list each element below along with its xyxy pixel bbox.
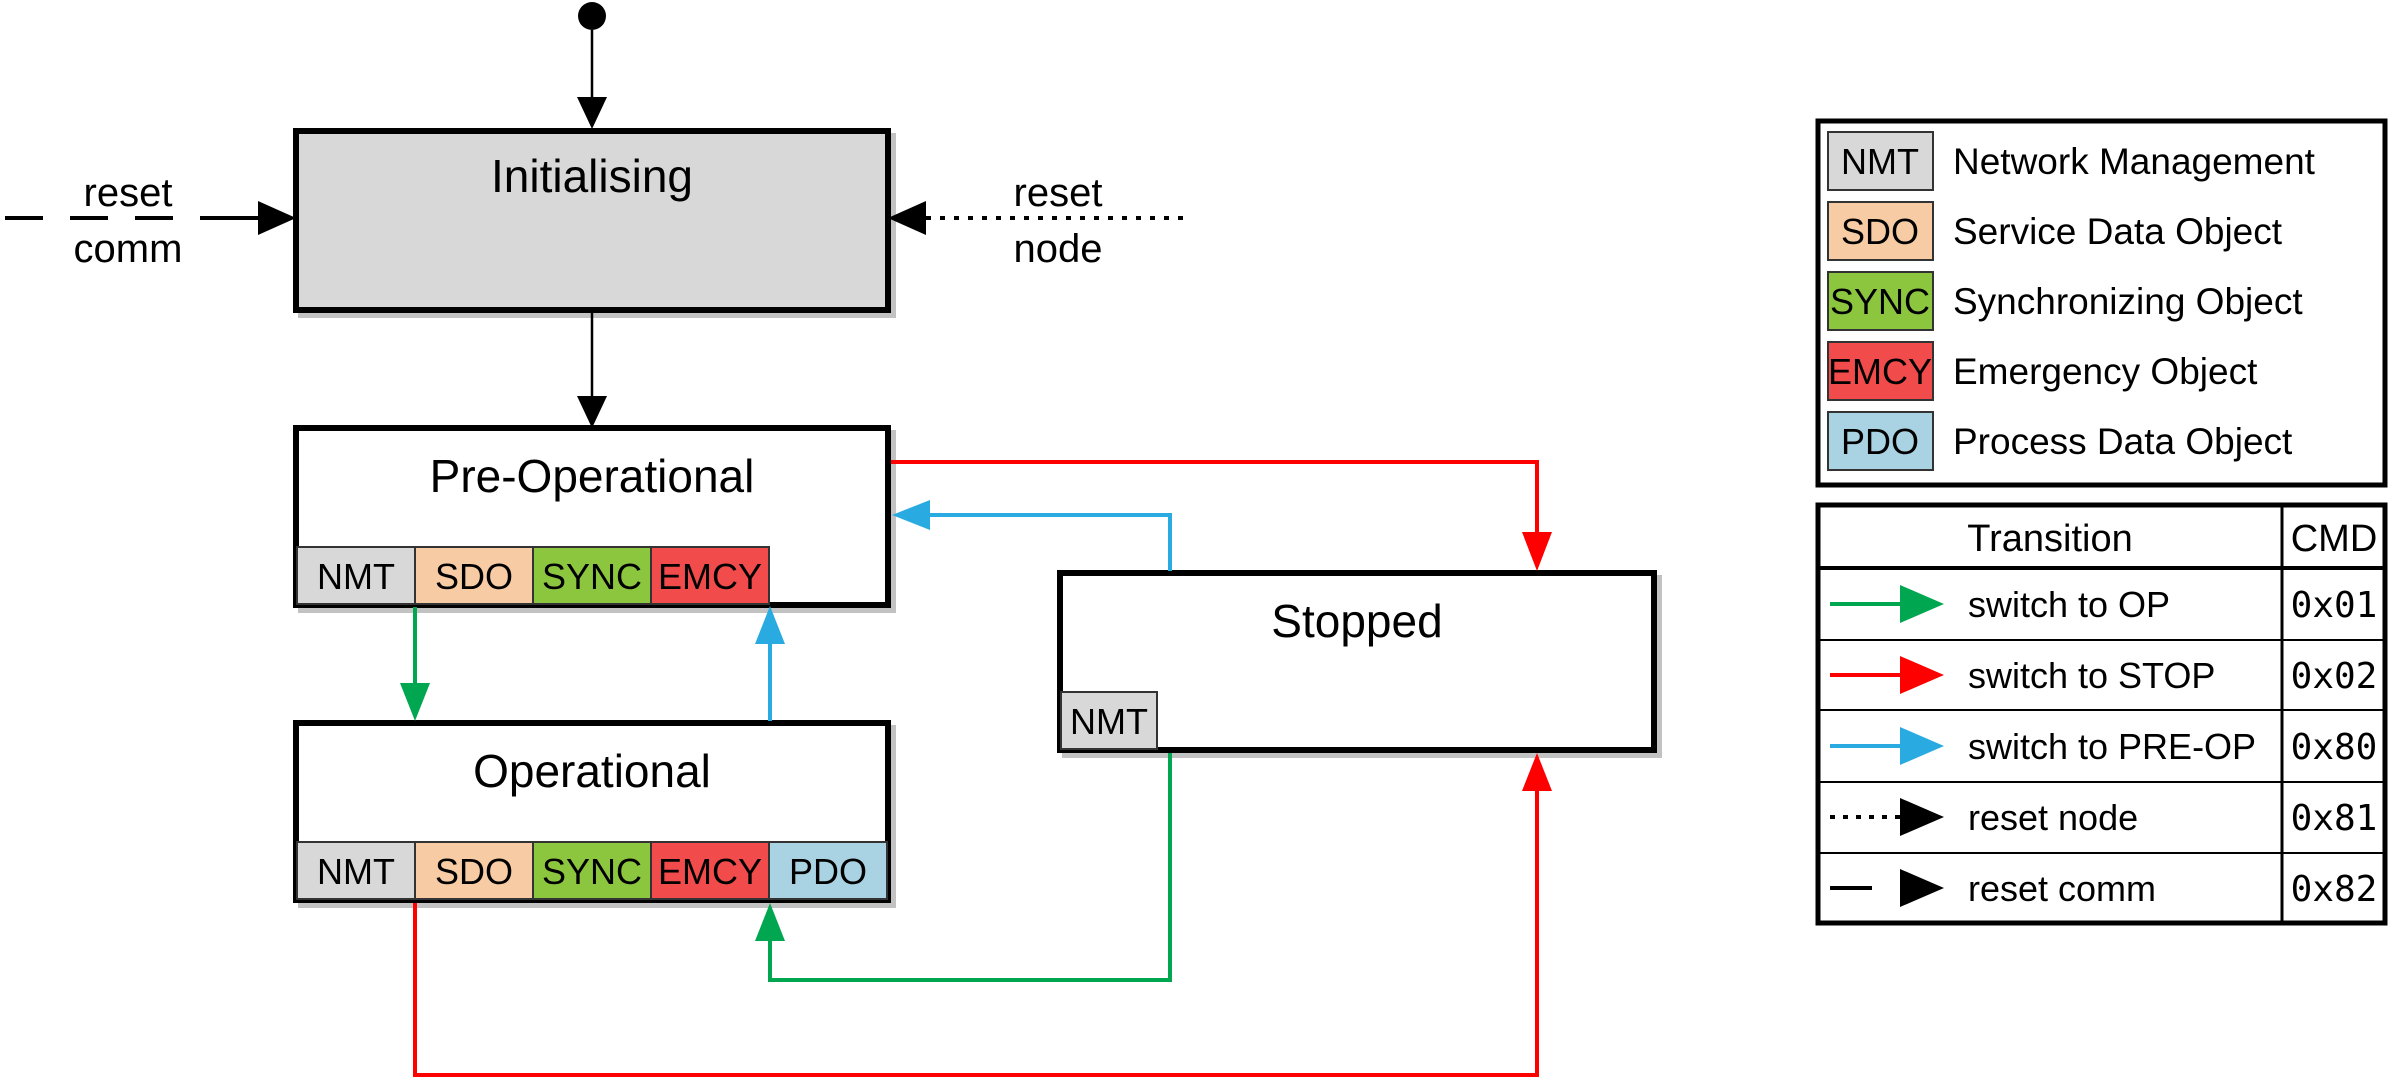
reset-node-label-line2: node	[1014, 227, 1103, 271]
tag-emcy	[650, 546, 770, 605]
tag-sync	[532, 841, 652, 900]
service-tags-stopped: NMT	[1060, 691, 1158, 750]
table-row-switch-to-stop: switch to STOP 0x02	[1830, 655, 2377, 697]
state-box-pre-operational: Pre-Operational NMT SDO SYNC EMCY	[293, 425, 896, 613]
service-tags-operational: NMT SDO SYNC EMCY PDO	[296, 841, 888, 900]
legend-swatch-emcy	[1827, 341, 1934, 401]
tag-label-nmt: NMT	[1070, 701, 1148, 742]
state-title-initialising: Initialising	[491, 150, 693, 202]
row-label: switch to OP	[1968, 584, 2170, 625]
tag-pdo	[768, 841, 888, 900]
legend-label-sdo: Service Data Object	[1953, 211, 2283, 252]
arrowhead-reset-node	[888, 201, 926, 235]
transition-operational-to-preop	[755, 606, 785, 721]
tag-nmt	[1060, 691, 1158, 750]
transition-reset-comm: reset comm	[5, 171, 296, 271]
reset-comm-label-line2: comm	[74, 227, 183, 271]
tag-nmt	[296, 546, 416, 605]
arrowhead-green-down	[400, 683, 430, 721]
tag-label-emcy: EMCY	[658, 556, 762, 597]
row-cmd: 0x82	[2291, 869, 2378, 910]
state-title-pre-operational: Pre-Operational	[430, 450, 755, 502]
arrowhead-red-down	[1522, 532, 1552, 571]
state-box-operational: Operational NMT SDO SYNC EMCY PDO	[293, 720, 896, 908]
table-header-transition: Transition	[1967, 518, 2132, 560]
tag-label-nmt: NMT	[317, 556, 395, 597]
initial-state-dot	[577, 2, 607, 129]
arrowhead-red-up	[1522, 753, 1552, 791]
legend-tag-nmt: NMT	[1841, 141, 1919, 182]
arrowhead-blue-left	[892, 500, 930, 530]
legend-swatch-pdo	[1827, 411, 1934, 471]
legend-tag-sync: SYNC	[1830, 281, 1930, 322]
transition-stopped-to-preop	[892, 500, 1172, 571]
arrowhead-into-initialising	[577, 97, 607, 129]
tag-sync	[532, 546, 652, 605]
transition-preop-to-operational	[400, 607, 430, 721]
transition-reset-node: reset node	[888, 171, 1186, 271]
blue-arrow-sample	[1900, 727, 1944, 765]
legend-tag-pdo: PDO	[1841, 421, 1919, 462]
tag-label-sdo: SDO	[435, 556, 513, 597]
legend-swatch-sync	[1827, 271, 1934, 331]
legend-label-pdo: Process Data Object	[1953, 421, 2293, 462]
state-title-stopped: Stopped	[1271, 595, 1442, 647]
table-row-reset-comm: reset comm 0x82	[1830, 868, 2377, 910]
arrowhead-reset-comm	[258, 201, 296, 235]
transition-preop-to-stopped	[891, 460, 1552, 571]
legend-label-emcy: Emergency Object	[1953, 351, 2258, 392]
dashed-arrow-sample	[1900, 869, 1944, 907]
row-label: switch to PRE-OP	[1968, 726, 2256, 767]
tag-label-pdo: PDO	[789, 851, 867, 892]
legend-box: NMT Network Management SDO Service Data …	[1815, 118, 2388, 488]
arrowhead-init-to-preop	[577, 396, 607, 428]
tag-label-sync: SYNC	[542, 851, 642, 892]
reset-comm-label-line1: reset	[84, 171, 173, 215]
tag-nmt	[296, 841, 416, 900]
legend-swatch-sdo	[1827, 201, 1934, 261]
row-cmd: 0x81	[2291, 798, 2378, 839]
red-arrow-sample	[1900, 656, 1944, 694]
arrowhead-blue-up	[755, 606, 785, 644]
table-row-switch-to-op: switch to OP 0x01	[1830, 584, 2377, 626]
row-cmd: 0x80	[2291, 727, 2378, 768]
row-label: reset node	[1968, 797, 2138, 838]
transition-table: Transition CMD switch to OP 0x01 switch …	[1815, 502, 2388, 926]
row-cmd: 0x02	[2291, 656, 2378, 697]
table-row-switch-to-pre-op: switch to PRE-OP 0x80	[1830, 726, 2377, 768]
legend-label-sync: Synchronizing Object	[1953, 281, 2303, 322]
transition-operational-to-stopped	[413, 753, 1552, 1077]
state-box-initialising: Initialising	[293, 128, 896, 318]
legend-tag-sdo: SDO	[1841, 211, 1919, 252]
tag-label-sdo: SDO	[435, 851, 513, 892]
transition-stopped-to-operational	[755, 753, 1172, 982]
row-cmd: 0x01	[2291, 585, 2378, 626]
arrowhead-green-up	[755, 903, 785, 941]
legend-swatch-nmt	[1827, 131, 1934, 191]
green-arrow-sample	[1900, 585, 1944, 623]
reset-node-label-line1: reset	[1014, 171, 1103, 215]
state-title-operational: Operational	[473, 745, 711, 797]
transition-init-to-preop	[577, 313, 607, 428]
tag-label-nmt: NMT	[317, 851, 395, 892]
legend-tag-emcy: EMCY	[1828, 351, 1932, 392]
tag-label-sync: SYNC	[542, 556, 642, 597]
state-box-stopped: Stopped NMT	[1057, 570, 1662, 758]
row-label: switch to STOP	[1968, 655, 2215, 696]
table-row-reset-node: reset node 0x81	[1830, 797, 2377, 839]
row-label: reset comm	[1968, 868, 2156, 909]
service-tags-pre-operational: NMT SDO SYNC EMCY	[296, 546, 770, 605]
legend-label-nmt: Network Management	[1953, 141, 2316, 182]
table-header-cmd: CMD	[2291, 518, 2378, 560]
dotted-arrow-sample	[1900, 798, 1944, 836]
tag-label-emcy: EMCY	[658, 851, 762, 892]
